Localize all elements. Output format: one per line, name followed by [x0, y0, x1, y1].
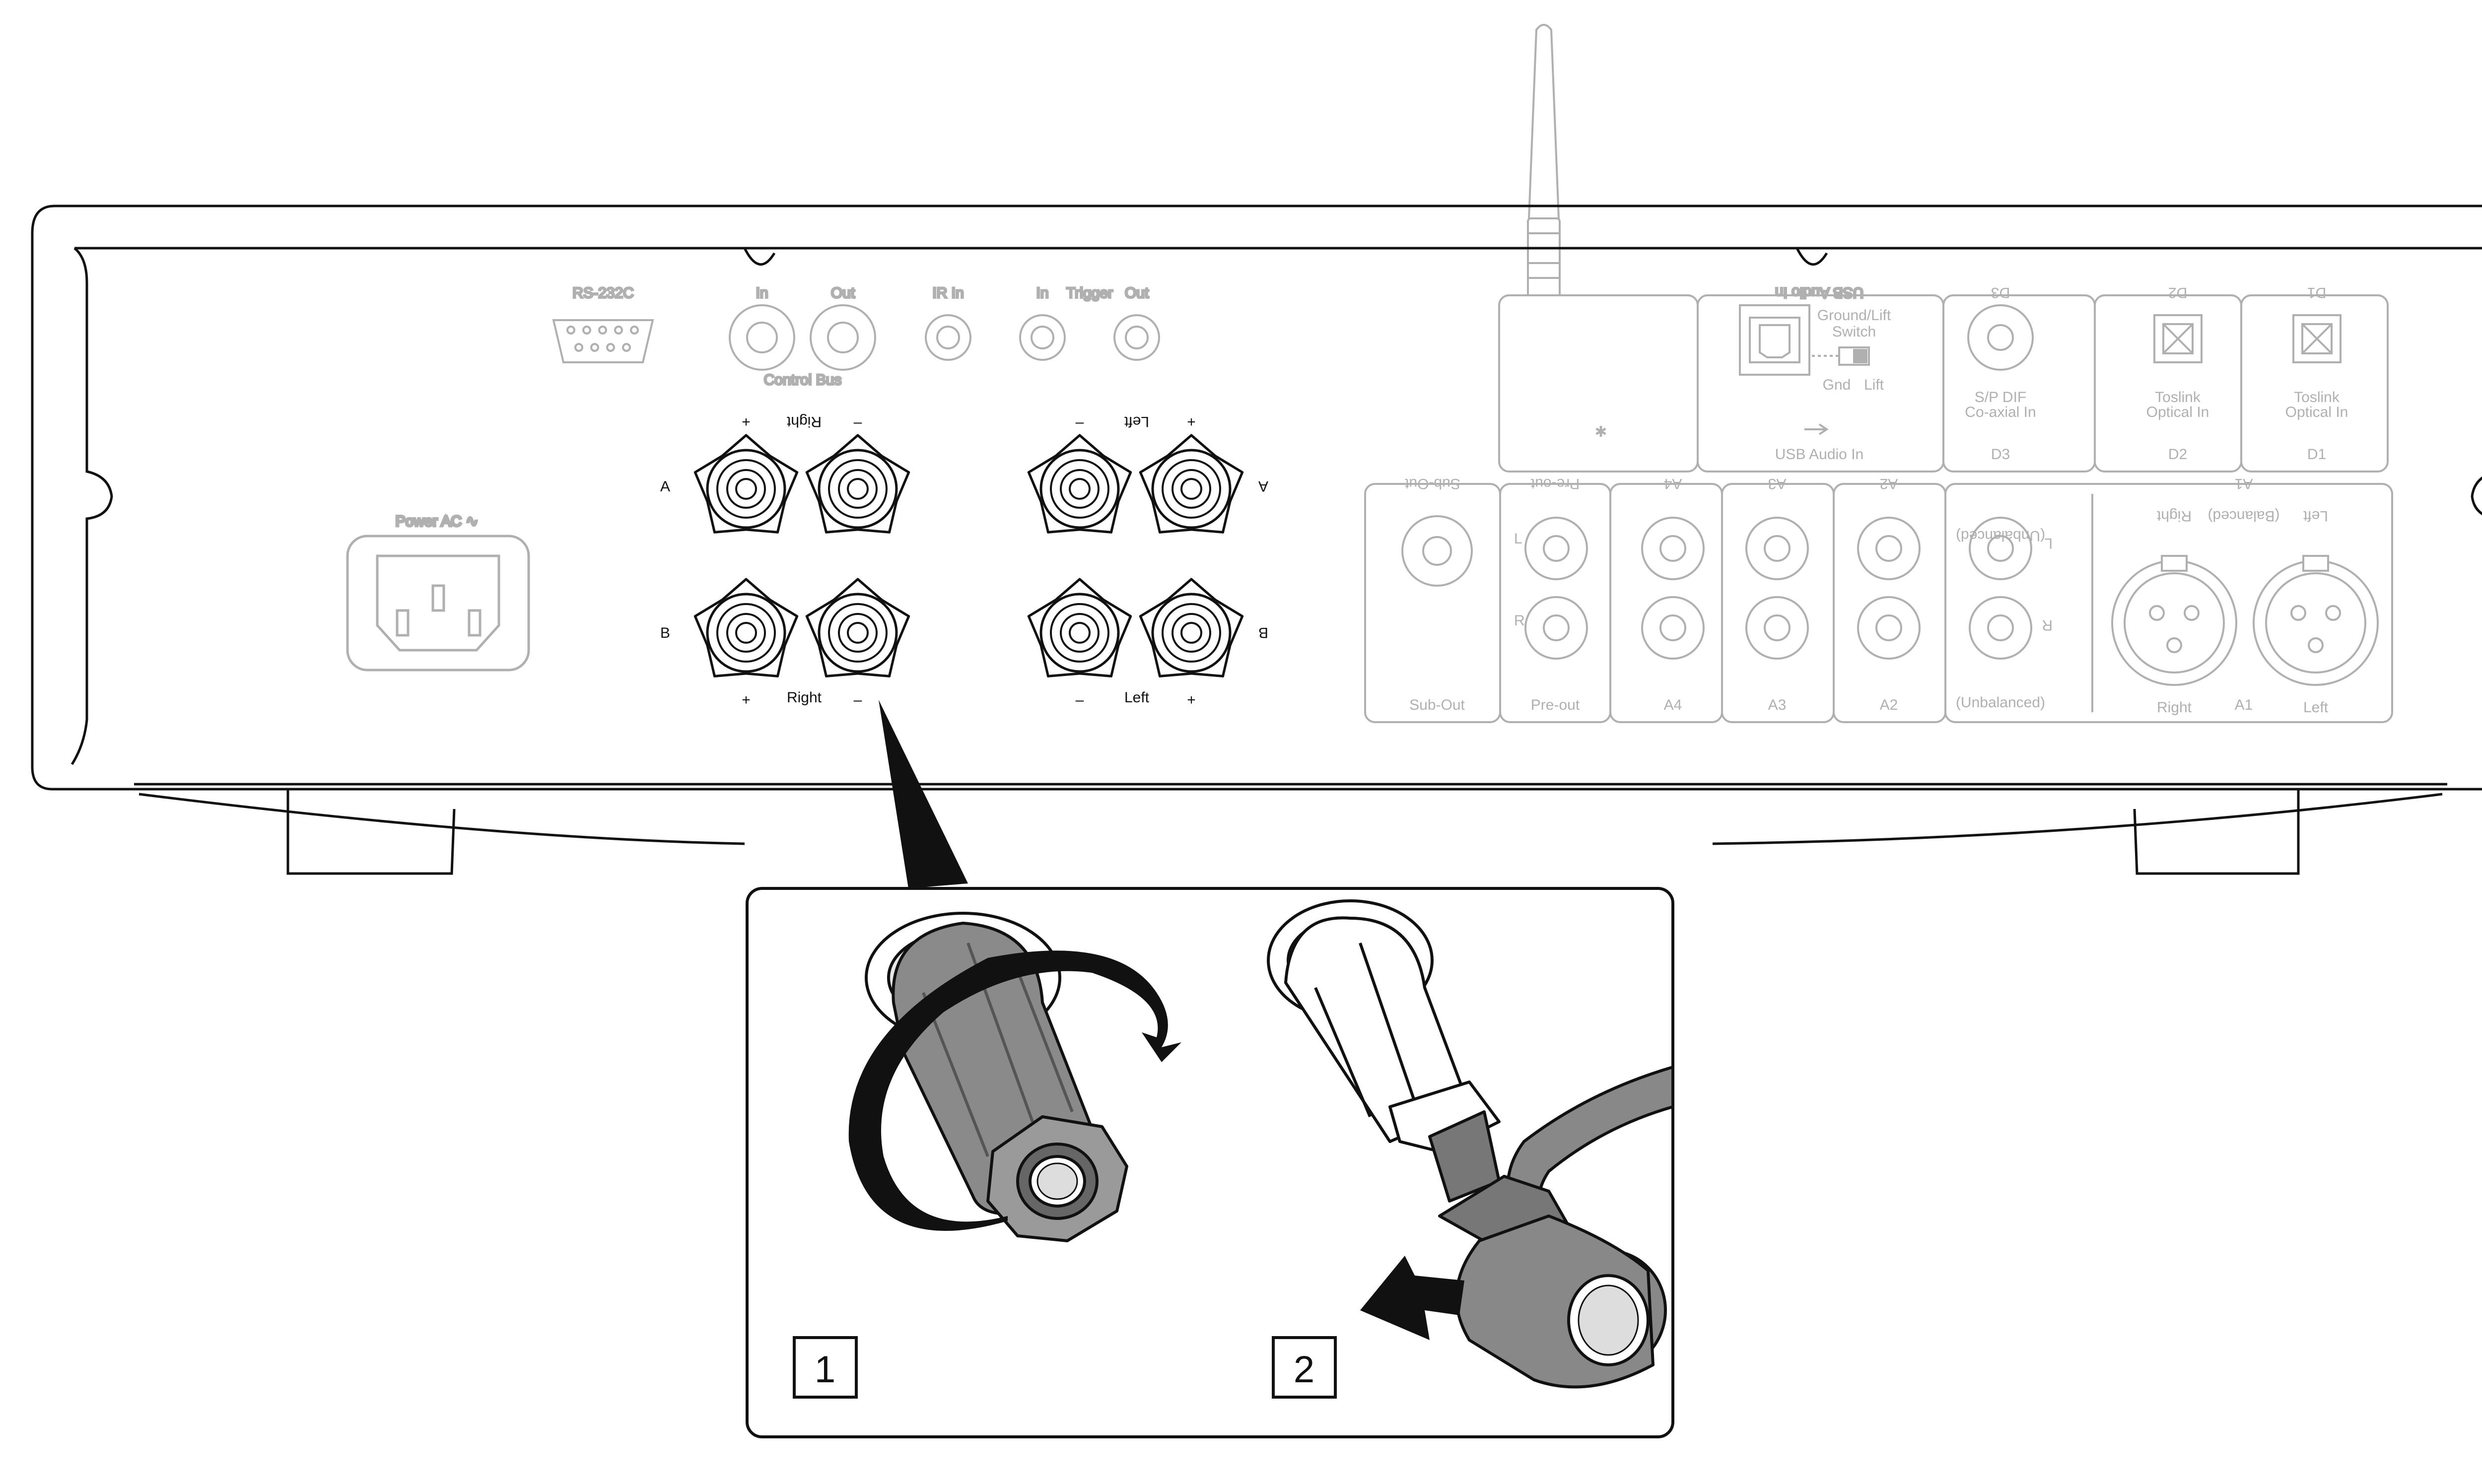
a3-label: A3: [1768, 697, 1787, 713]
binding-post-left-minus-a: [1027, 434, 1132, 534]
control-bus-jacks: In Out Control Bus IR In In Trigger Out: [729, 284, 1160, 389]
svg-text:USB Audio In: USB Audio In: [1775, 284, 1863, 301]
power-label: Power AC ∿: [396, 513, 479, 530]
unbalanced-label: (Unbalanced): [1956, 694, 2045, 711]
step2-number: 2: [1294, 1349, 1314, 1391]
lift-label: Lift: [1864, 377, 1884, 393]
svg-text:Toslink: Toslink: [2155, 389, 2201, 405]
callout-pointer: [879, 700, 968, 888]
svg-text:+: +: [742, 692, 751, 708]
svg-text:A2: A2: [1880, 475, 1898, 492]
svg-text:Left: Left: [2303, 699, 2329, 716]
rotate-arrow-icon: [848, 950, 1181, 1231]
binding-post-left-minus-b: [1027, 578, 1132, 677]
svg-text:Out: Out: [1125, 285, 1149, 301]
control-bus-label: Control Bus: [764, 372, 842, 388]
rs232-port: RS-232C: [552, 284, 654, 363]
step1-box: [793, 1336, 858, 1399]
svg-text:–: –: [1076, 414, 1084, 430]
svg-text:Right: Right: [2156, 508, 2192, 524]
svg-text:Pre-out: Pre-out: [1530, 475, 1580, 492]
svg-text:Optical In: Optical In: [2146, 404, 2209, 420]
a-label-left: A: [660, 478, 670, 495]
svg-text:Out: Out: [831, 285, 855, 301]
svg-text:–: –: [854, 692, 862, 708]
gnd-label: Gnd: [1823, 377, 1851, 393]
svg-text:L: L: [1514, 531, 1522, 547]
power-ac-inlet: Power AC ∿: [346, 512, 530, 672]
analog-inputs: [1364, 483, 2393, 723]
b-label-right: B: [1258, 624, 1268, 641]
left-label-top: Left: [1124, 413, 1149, 430]
a2-label: A2: [1880, 697, 1898, 713]
bluetooth-icon: ✱: [1594, 424, 1607, 440]
svg-text:(Unbalanced): (Unbalanced): [1956, 528, 2045, 544]
svg-text:S/P DIF: S/P DIF: [1975, 389, 2026, 405]
svg-text:D3: D3: [1991, 284, 2010, 301]
svg-text:D2: D2: [2168, 446, 2187, 463]
svg-text:+: +: [742, 414, 751, 430]
binding-post-left-plus-b: [1139, 578, 1244, 677]
d3-coax: [1967, 304, 2034, 371]
ir-in-label: IR In: [932, 285, 964, 301]
step2-box: [1272, 1336, 1337, 1399]
step1-number: 1: [815, 1349, 835, 1391]
svg-text:R: R: [1514, 612, 1525, 629]
push-arrow-icon: [1360, 1256, 1464, 1340]
svg-text:+: +: [1187, 414, 1196, 430]
svg-text:–: –: [1076, 692, 1084, 708]
d2-optical: [2153, 314, 2203, 363]
sub-out-label: Sub-Out: [1409, 697, 1465, 713]
right-label-top: Right: [786, 413, 822, 430]
svg-text:Left: Left: [2303, 508, 2328, 524]
svg-text:Right: Right: [2157, 699, 2192, 716]
right-label-bottom: Right: [787, 689, 822, 706]
svg-text:Optical In: Optical In: [2285, 404, 2348, 420]
left-label-bottom: Left: [1124, 689, 1150, 706]
svg-text:D3: D3: [1991, 446, 2010, 463]
binding-post-right-plus-a: [693, 434, 799, 534]
svg-text:–: –: [854, 414, 862, 430]
usb-icon: [1804, 423, 1829, 435]
trigger-label: Trigger: [1066, 285, 1113, 301]
svg-text:Sub-Out: Sub-Out: [1404, 475, 1460, 492]
svg-text:L: L: [2044, 535, 2053, 551]
svg-text:A3: A3: [1768, 475, 1787, 492]
binding-post-left-plus-a: [1139, 434, 1244, 534]
svg-text:In: In: [1036, 285, 1048, 301]
svg-text:A4: A4: [1664, 475, 1682, 492]
usb-port: USB Audio In: [1739, 283, 1870, 376]
step2-insert-wire-illustration: [1267, 899, 1674, 1389]
svg-text:D1: D1: [2307, 284, 2326, 301]
svg-text:D1: D1: [2307, 446, 2326, 463]
pre-out-label: Pre-out: [1531, 697, 1580, 713]
rs232-label: RS-232C: [572, 285, 633, 301]
digital-inputs: [1498, 294, 2389, 472]
binding-post-right-minus-b: [805, 578, 910, 677]
usb-audio-in-label: USB Audio In: [1775, 446, 1863, 463]
a1-label: A1: [2235, 697, 2253, 713]
svg-text:R: R: [2042, 617, 2053, 633]
svg-text:In: In: [756, 285, 768, 301]
svg-text:A1: A1: [2235, 475, 2253, 492]
svg-text:Co-axial In: Co-axial In: [1965, 404, 2036, 420]
svg-text:Toslink: Toslink: [2294, 389, 2340, 405]
chassis: [31, 204, 2482, 875]
binding-post-right-minus-a: [805, 434, 910, 534]
svg-text:(Balanced): (Balanced): [2207, 508, 2279, 524]
binding-post-right-plus-b: [693, 578, 799, 677]
b-label-left: B: [660, 625, 670, 641]
a-label-right: A: [1258, 478, 1268, 494]
speaker-terminals: [693, 434, 1244, 677]
a4-label: A4: [1664, 697, 1682, 713]
svg-text:D2: D2: [2168, 284, 2187, 301]
d1-optical: [2292, 314, 2342, 363]
svg-text:+: +: [1187, 692, 1196, 708]
